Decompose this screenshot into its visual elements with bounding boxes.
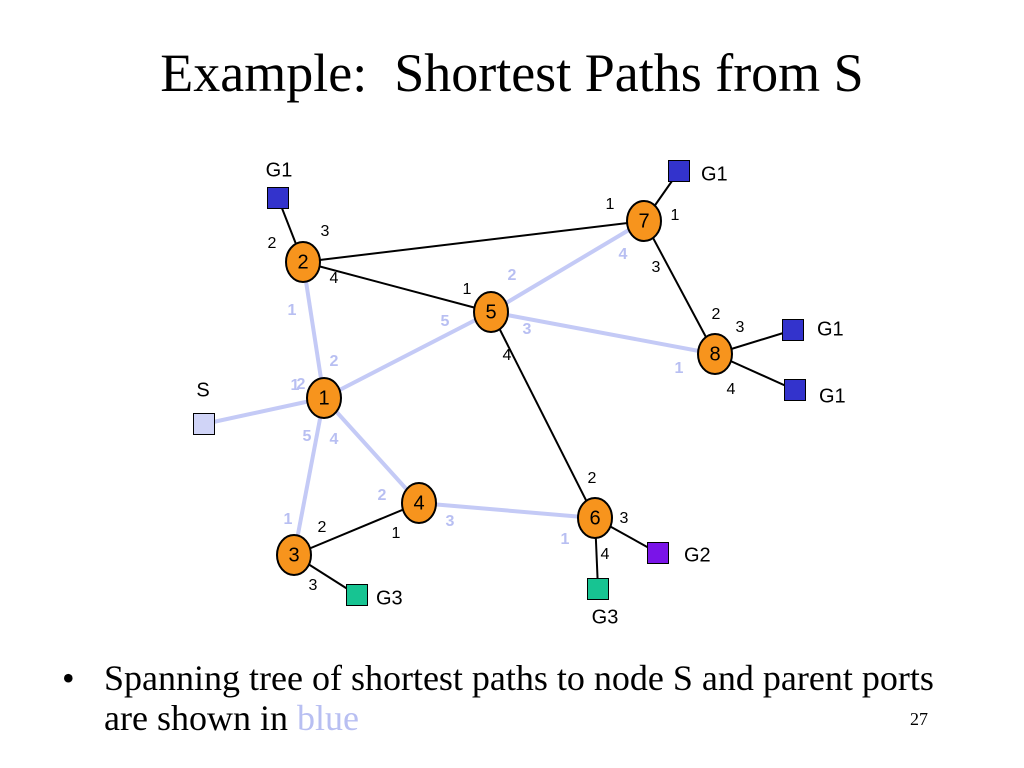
port-label-2-to-G1a: 2 bbox=[268, 235, 277, 252]
host-g1b-label: G1 bbox=[701, 163, 728, 185]
port-label-4-to-1: 2 bbox=[378, 487, 387, 504]
switch-node-8-label: 8 bbox=[709, 343, 720, 365]
port-label-7-to-G1b: 1 bbox=[671, 207, 680, 224]
host-g3b-square bbox=[587, 578, 609, 600]
host-s-square bbox=[193, 413, 215, 435]
port-label-6-to-G3b: 4 bbox=[601, 546, 610, 563]
port-label-6-to-5: 2 bbox=[588, 470, 597, 487]
switch-node-1-label: 1 bbox=[318, 387, 329, 409]
port-label-1-to-2: 2 bbox=[330, 353, 339, 370]
bullet-text-main: Spanning tree of shortest paths to node … bbox=[104, 658, 934, 738]
switch-node-4 bbox=[401, 482, 437, 524]
port-label-5-to-2: 1 bbox=[463, 281, 472, 298]
port-label-1-to-S: 1 bbox=[291, 377, 300, 394]
port-label-2-to-1: 1 bbox=[288, 302, 297, 319]
host-g2-label: G2 bbox=[684, 544, 711, 566]
edge-7-8 bbox=[643, 220, 716, 355]
port-label-8-to-7: 2 bbox=[712, 306, 721, 323]
switch-node-4-label: 4 bbox=[413, 492, 424, 514]
port-label-6-to-G2: 3 bbox=[620, 510, 629, 527]
edge-4-6-tree bbox=[418, 501, 596, 520]
edge-1-S-tree bbox=[203, 396, 325, 426]
switch-node-6 bbox=[577, 497, 613, 539]
port-label-2-to-5: 4 bbox=[330, 270, 339, 287]
port-label-3-to-G3a: 3 bbox=[309, 577, 318, 594]
switch-node-5-label: 5 bbox=[485, 301, 496, 323]
edge-1-4-tree bbox=[322, 396, 421, 505]
edge-5-6 bbox=[490, 311, 596, 519]
host-g1a-label: G1 bbox=[266, 159, 293, 181]
host-g3a-label: G3 bbox=[376, 587, 403, 609]
edge-1-5-tree bbox=[323, 310, 492, 400]
switch-node-2 bbox=[285, 241, 321, 283]
switch-node-3 bbox=[276, 534, 312, 576]
port-label-1-to-4: 4 bbox=[330, 431, 339, 448]
slide-title: Example: Shortest Paths from S bbox=[160, 43, 864, 103]
host-g1d-square bbox=[784, 379, 806, 401]
edges-layer bbox=[203, 170, 796, 596]
switch-node-7 bbox=[626, 200, 662, 242]
edge-1-3-tree bbox=[292, 397, 326, 556]
host-g1d-label: G1 bbox=[819, 385, 846, 407]
port-label-7-to-8: 3 bbox=[652, 259, 661, 276]
host-g2-square bbox=[647, 542, 669, 564]
port-label-2-to-7: 3 bbox=[321, 223, 330, 240]
edge-5-8-tree bbox=[490, 310, 716, 356]
edge-3-4 bbox=[293, 502, 420, 556]
port-label-5-to-1: 5 bbox=[441, 313, 450, 330]
bullet-marker: • bbox=[62, 658, 75, 698]
host-s-label: S bbox=[196, 379, 209, 401]
host-g1a-square bbox=[267, 187, 289, 209]
port-label-5-to-7: 2 bbox=[508, 267, 517, 284]
port-label-4-to-6: 3 bbox=[446, 513, 455, 530]
switch-node-3-label: 3 bbox=[288, 544, 299, 566]
port-label-3-to-4: 2 bbox=[318, 519, 327, 536]
edge-2-7 bbox=[302, 220, 645, 263]
host-g1b-square bbox=[668, 160, 690, 182]
port-label-7-to-5: 4 bbox=[619, 246, 628, 263]
port-label-1-to-5: 2 bbox=[297, 376, 306, 393]
bullet-text: Spanning tree of shortest paths to node … bbox=[104, 658, 954, 738]
switch-node-2-label: 2 bbox=[297, 251, 308, 273]
host-g3b-label: G3 bbox=[592, 606, 619, 628]
bullet-text-highlight: blue bbox=[296, 698, 359, 738]
edge-2-5 bbox=[302, 261, 492, 313]
port-label-1-to-3: 5 bbox=[303, 428, 312, 445]
host-g1c-square bbox=[782, 319, 804, 341]
switch-node-7-label: 7 bbox=[638, 210, 649, 232]
port-label-5-to-8: 3 bbox=[523, 321, 532, 338]
hosts-layer bbox=[193, 160, 806, 606]
switch-node-8 bbox=[697, 333, 733, 375]
port-label-8-to-G1c: 3 bbox=[736, 319, 745, 336]
host-g1c-label: G1 bbox=[817, 318, 844, 340]
port-label-6-to-4: 1 bbox=[561, 531, 570, 548]
switch-node-6-label: 6 bbox=[589, 507, 600, 529]
port-label-8-to-G1d: 4 bbox=[727, 381, 736, 398]
edge-5-7-tree bbox=[489, 219, 646, 314]
port-label-8-to-5: 1 bbox=[675, 360, 684, 377]
port-label-5-to-6: 4 bbox=[503, 347, 512, 364]
page-number: 27 bbox=[910, 709, 928, 729]
port-label-4-to-3: 1 bbox=[392, 525, 401, 542]
port-label-7-to-2: 1 bbox=[606, 196, 615, 213]
switch-node-5 bbox=[473, 291, 509, 333]
port-label-3-to-1: 1 bbox=[284, 511, 293, 528]
host-g3a-square bbox=[346, 584, 368, 606]
edge-2-1-tree bbox=[301, 261, 326, 399]
switch-node-1 bbox=[306, 377, 342, 419]
